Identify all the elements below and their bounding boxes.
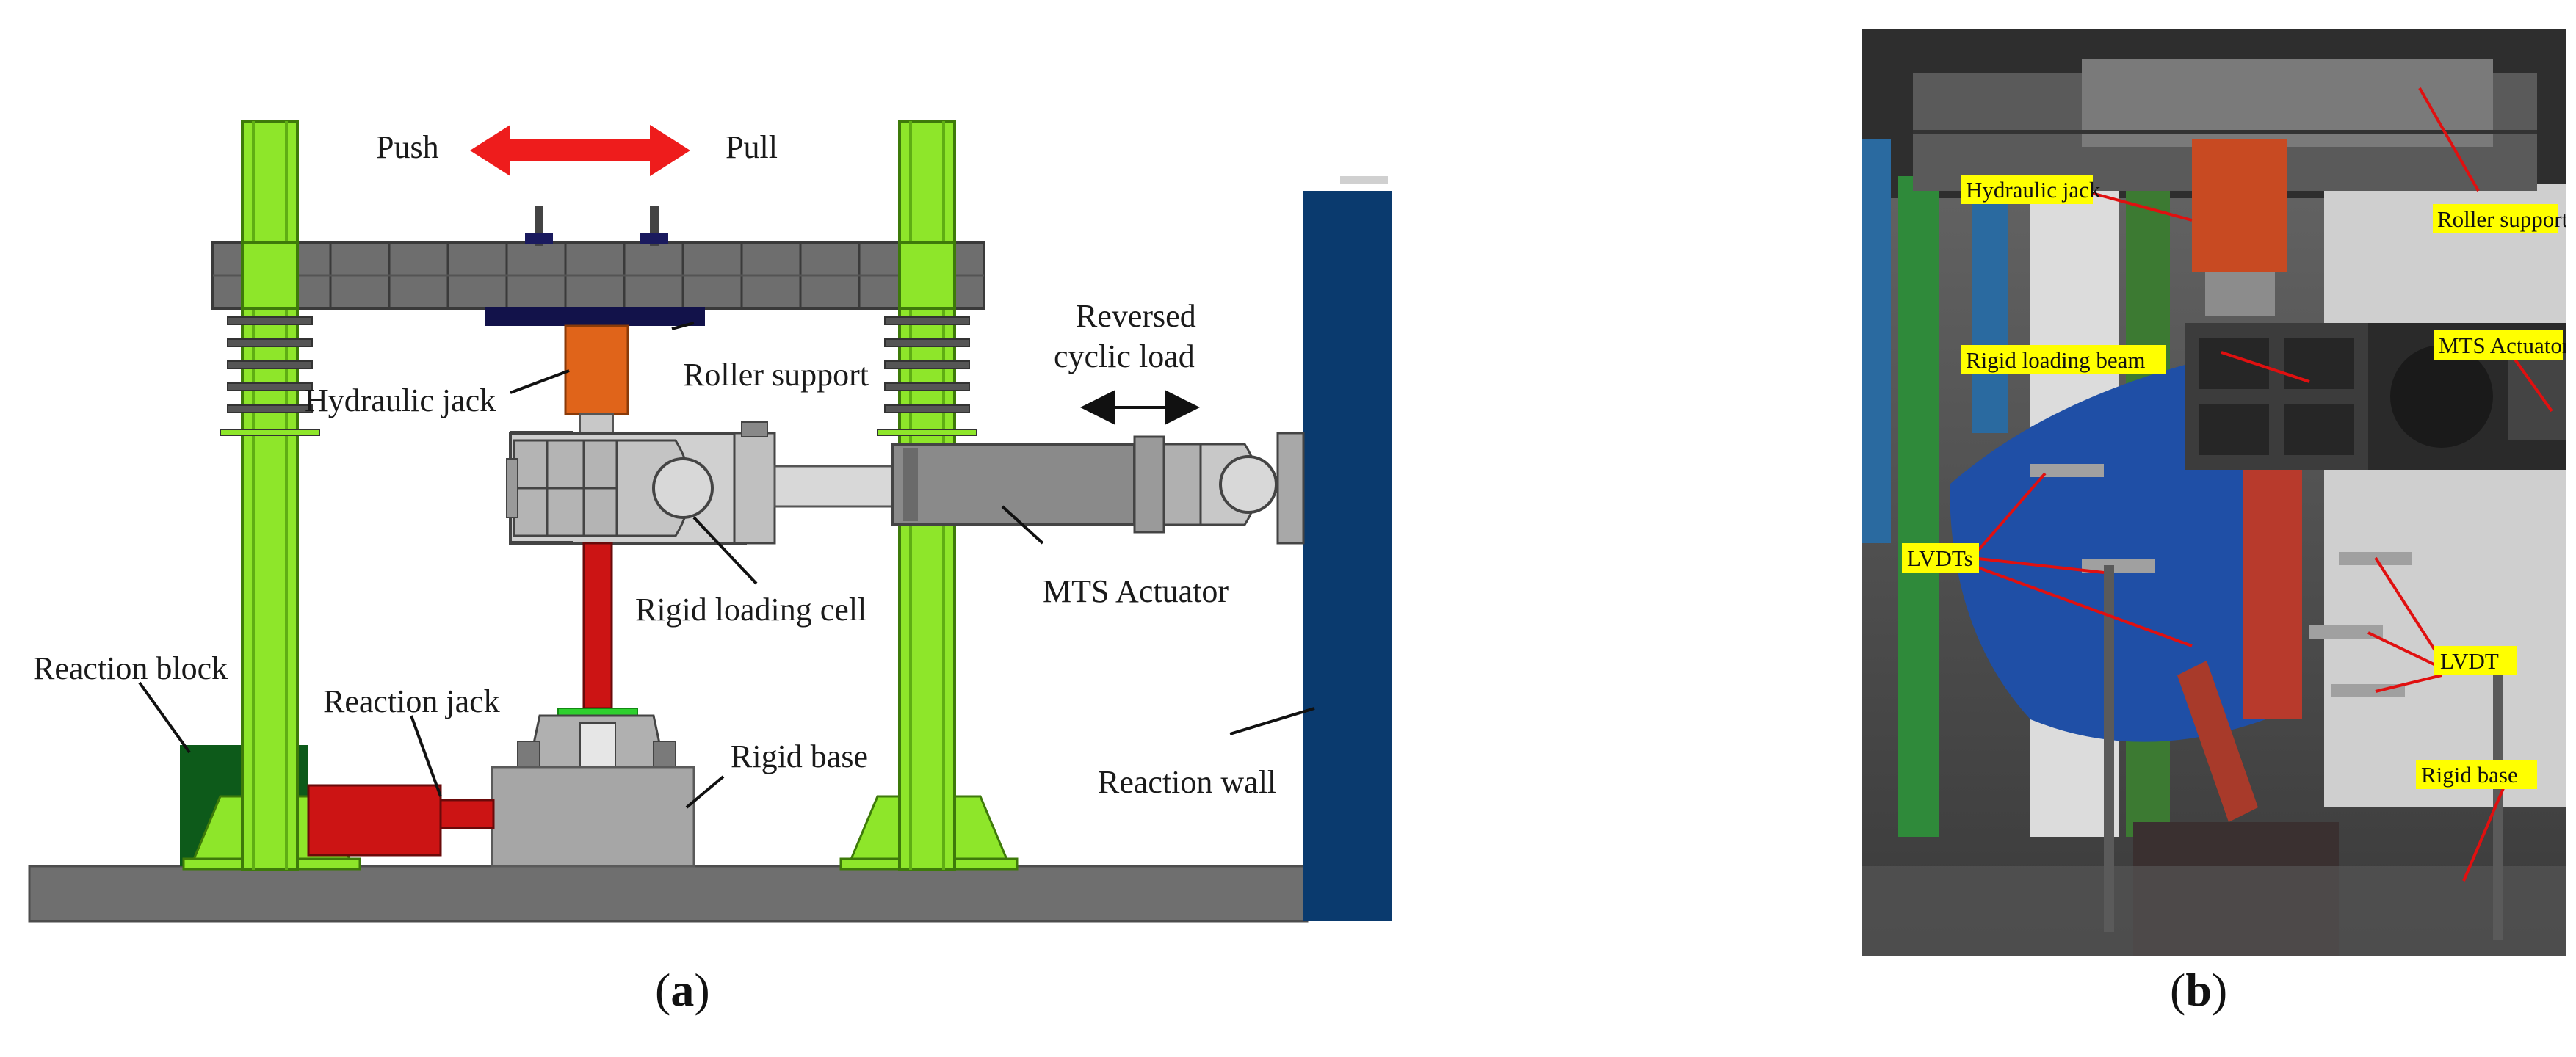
panel-a-caption: (a) xyxy=(655,964,710,1016)
label-rigid-loading-cell: Rigid loading cell xyxy=(635,592,866,628)
label-push: Push xyxy=(376,129,439,165)
push-pull-arrow xyxy=(470,125,690,176)
specimen-column xyxy=(582,542,613,710)
reaction-jack xyxy=(307,784,495,857)
mts-actuator xyxy=(733,421,1305,545)
photo-hydraulic-jack xyxy=(2192,139,2287,272)
photo-label-rigid-loading-beam: Rigid loading beam xyxy=(1966,347,2146,373)
label-reversed: Reversed xyxy=(1076,298,1196,334)
right-column-springs xyxy=(877,316,977,436)
hydraulic-jack xyxy=(564,324,629,415)
rigid-loading-cell xyxy=(506,431,747,545)
label-reaction-jack: Reaction jack xyxy=(323,683,500,719)
label-cyclic-load: cyclic load xyxy=(1054,338,1195,374)
photo-label-rigid-base: Rigid base xyxy=(2421,762,2518,788)
panel-b-caption: (b) xyxy=(2170,964,2228,1016)
reaction-wall xyxy=(1303,191,1392,921)
photo-label-lvdt: LVDT xyxy=(2440,648,2499,674)
label-mts-actuator: MTS Actuator xyxy=(1043,573,1229,609)
label-pull: Pull xyxy=(726,129,778,165)
ground-slab xyxy=(28,865,1309,923)
label-hydraulic-jack: Hydraulic jack xyxy=(305,382,496,418)
left-column xyxy=(241,120,299,871)
roller-support xyxy=(485,307,705,326)
label-rigid-base: Rigid base xyxy=(731,738,868,774)
schematic-panel: Push Pull Hydraulic jack Roller support … xyxy=(28,120,1392,923)
left-column-springs xyxy=(220,316,320,436)
label-roller-support: Roller support xyxy=(683,357,869,393)
rigid-base xyxy=(491,766,695,868)
base-clamp xyxy=(517,714,676,769)
photo-label-hydraulic-jack: Hydraulic jack xyxy=(1966,177,2101,203)
photo-panel: Hydraulic jack Roller support MTS Actuat… xyxy=(1862,29,2566,956)
photo-label-roller-support: Roller support xyxy=(2437,206,2566,232)
label-reaction-block: Reaction block xyxy=(33,650,228,686)
photo-label-mts-actuator: MTS Actuator xyxy=(2439,333,2566,358)
photo-specimen xyxy=(2243,470,2302,719)
label-reaction-wall: Reaction wall xyxy=(1098,764,1276,800)
photo-label-lvdts: LVDTs xyxy=(1907,545,1973,571)
